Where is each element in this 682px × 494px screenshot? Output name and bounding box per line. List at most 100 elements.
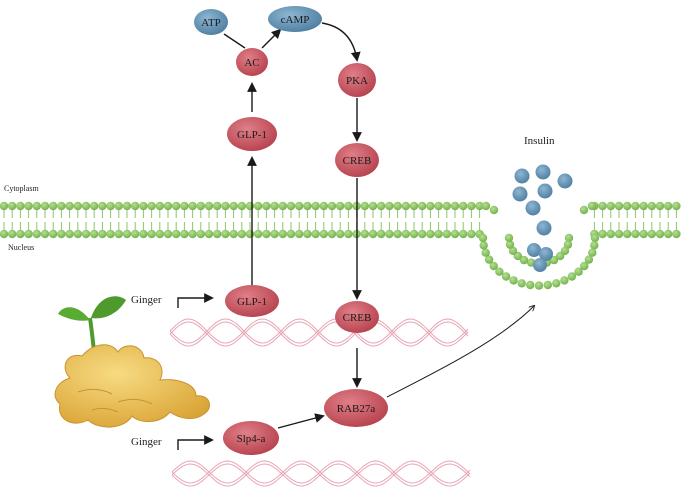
lipid-head — [574, 267, 583, 276]
lipid-head — [221, 229, 230, 239]
lipid-head — [114, 201, 124, 211]
insulin-granule — [557, 173, 573, 189]
lipid-head — [393, 201, 402, 211]
lipid-head — [418, 201, 427, 211]
lipid-head — [501, 272, 511, 281]
lipid-head — [49, 201, 58, 211]
arrow-slp4a-to-rab27a — [277, 413, 325, 429]
lipid-head — [0, 229, 9, 239]
creb-cyto-node — [335, 143, 379, 177]
ginger-label-bottom: Ginger — [131, 436, 162, 448]
lipid-head — [590, 241, 599, 250]
lipid-head — [295, 229, 304, 239]
lipid-head — [270, 201, 279, 211]
lipid-head — [139, 201, 148, 211]
ac-label: AC — [244, 57, 259, 69]
lipid-head — [434, 201, 443, 211]
lipid-head — [57, 229, 66, 239]
dna-strand — [169, 318, 469, 344]
lipid-head — [327, 229, 337, 239]
lipid-head — [65, 201, 74, 211]
lipid-head — [475, 201, 484, 211]
lipid-head — [418, 229, 427, 239]
dna-strand — [169, 321, 469, 347]
ginger-leaf-left — [58, 307, 90, 321]
lipid-head — [327, 201, 337, 211]
lipid-head — [584, 255, 594, 264]
lipid-head — [98, 201, 107, 211]
ginger-rhizome — [54, 344, 211, 428]
ac-node — [236, 48, 268, 76]
lipid-head — [40, 229, 50, 239]
lipid-head — [481, 201, 491, 211]
dna-helix-upper — [169, 318, 469, 347]
lipid-head — [549, 255, 559, 265]
lipid-head — [106, 229, 115, 239]
lipid-head — [254, 229, 263, 239]
lipid-head — [147, 229, 156, 239]
lipid-head — [631, 229, 640, 239]
ginger-texture — [77, 388, 153, 413]
lipid-head — [262, 201, 271, 211]
slp4a-node — [223, 421, 279, 455]
insulin-label: Insulin — [524, 135, 555, 147]
lipid-head — [588, 248, 597, 257]
lipid-head — [664, 201, 673, 211]
lipid-head — [623, 229, 632, 239]
node-labels: ATP cAMP AC GLP-1 PKA CREB GLP-1 CREB RA… — [201, 14, 375, 445]
dna-strand — [171, 460, 471, 484]
lipid-head — [32, 229, 41, 239]
lipid-head — [459, 229, 468, 239]
lipid-head — [459, 201, 468, 211]
glp1-cyto-node — [227, 117, 277, 151]
lipid-head — [172, 201, 181, 211]
lipid-head — [672, 229, 681, 239]
lipid-head — [213, 201, 222, 211]
lipid-head — [278, 201, 287, 211]
lipid-head — [606, 201, 615, 211]
lipid-head — [245, 229, 255, 239]
glp1-nuc-node — [225, 285, 279, 317]
lipid-head — [647, 229, 656, 239]
lipid-head — [303, 229, 312, 239]
lipid-head — [147, 201, 156, 211]
lipid-head — [360, 201, 369, 211]
lipid-head — [393, 229, 402, 239]
lipid-head — [590, 233, 600, 243]
lipid-head — [344, 229, 353, 239]
lipid-head — [587, 201, 597, 211]
lipid-head — [229, 229, 238, 239]
lipid-head — [450, 229, 460, 239]
lipid-head — [163, 201, 173, 211]
insulin-granule — [539, 247, 553, 261]
pathway-arrows — [177, 22, 534, 450]
lipid-head — [81, 229, 91, 239]
lipid-head — [319, 201, 328, 211]
atp-label: ATP — [201, 17, 221, 29]
lipid-head — [672, 201, 681, 211]
lipid-head — [489, 205, 499, 215]
dna-strand — [169, 318, 469, 344]
lipid-head — [73, 229, 83, 239]
lipid-head — [180, 201, 189, 211]
lipid-head — [647, 201, 656, 211]
lipid-head — [24, 229, 33, 239]
lipid-head — [426, 229, 435, 239]
arrow-camp-to-pka — [321, 22, 361, 62]
insulin-granule — [536, 220, 552, 236]
creb-nuc-node — [335, 301, 379, 333]
lipid-head — [16, 201, 25, 211]
lipid-head — [8, 201, 17, 211]
lipid-head — [262, 229, 271, 239]
lipid-head — [90, 201, 99, 211]
lipid-head — [40, 201, 50, 211]
dna-strand — [169, 321, 469, 347]
insulin-granule — [537, 183, 553, 199]
lipid-head — [114, 229, 124, 239]
dna-helix-lower — [171, 460, 471, 487]
pka-label: PKA — [346, 75, 368, 87]
lipid-head — [180, 229, 189, 239]
lipid-head — [311, 229, 320, 239]
lipid-head — [106, 201, 115, 211]
lipid-head — [526, 280, 535, 290]
